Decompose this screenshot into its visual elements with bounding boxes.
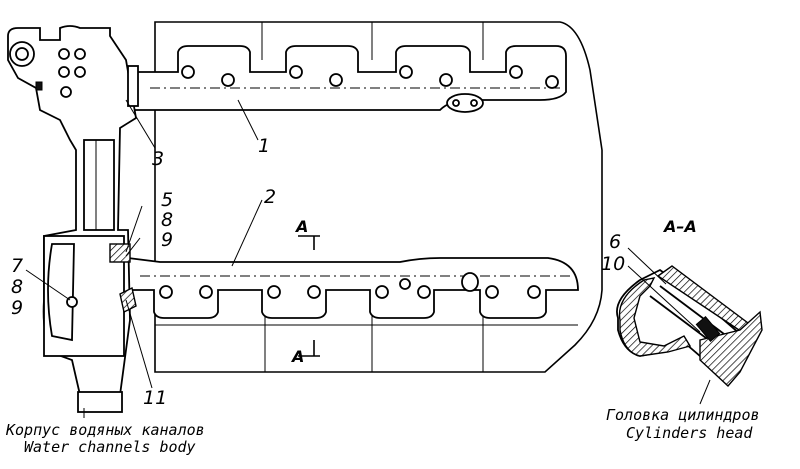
callout-9-lower: 9 bbox=[11, 297, 23, 319]
section-marker-top: A bbox=[294, 217, 308, 236]
cylinder-head-outline bbox=[154, 21, 603, 373]
caption-water-body-en: Water channels body bbox=[24, 438, 196, 456]
section-marker-bottom: A bbox=[290, 347, 304, 366]
water-channels-body bbox=[7, 25, 139, 413]
callout-7: 7 bbox=[11, 255, 23, 277]
section-detail-a-a bbox=[616, 265, 763, 388]
upper-water-manifold bbox=[129, 45, 567, 113]
leader-lines bbox=[25, 99, 711, 418]
caption-cylinder-head-ru: Головка цилиндров bbox=[606, 406, 760, 424]
lower-water-manifold bbox=[127, 256, 579, 319]
callout-3: 3 bbox=[152, 148, 164, 170]
callout-8-lower: 8 bbox=[11, 276, 23, 298]
callout-8-upper: 8 bbox=[161, 209, 173, 231]
callout-9-upper: 9 bbox=[161, 229, 173, 251]
section-title: A–A bbox=[662, 217, 697, 236]
callout-5: 5 bbox=[161, 189, 173, 211]
caption-water-body-ru: Корпус водяных каналов bbox=[5, 421, 205, 439]
section-cut-markers: A A bbox=[290, 217, 320, 366]
callout-2: 2 bbox=[264, 186, 276, 208]
callout-10: 10 bbox=[601, 253, 625, 275]
callout-6: 6 bbox=[609, 231, 621, 253]
caption-cylinder-head-en: Cylinders head bbox=[626, 424, 753, 442]
callout-11: 11 bbox=[143, 387, 167, 409]
callout-1: 1 bbox=[258, 135, 270, 157]
